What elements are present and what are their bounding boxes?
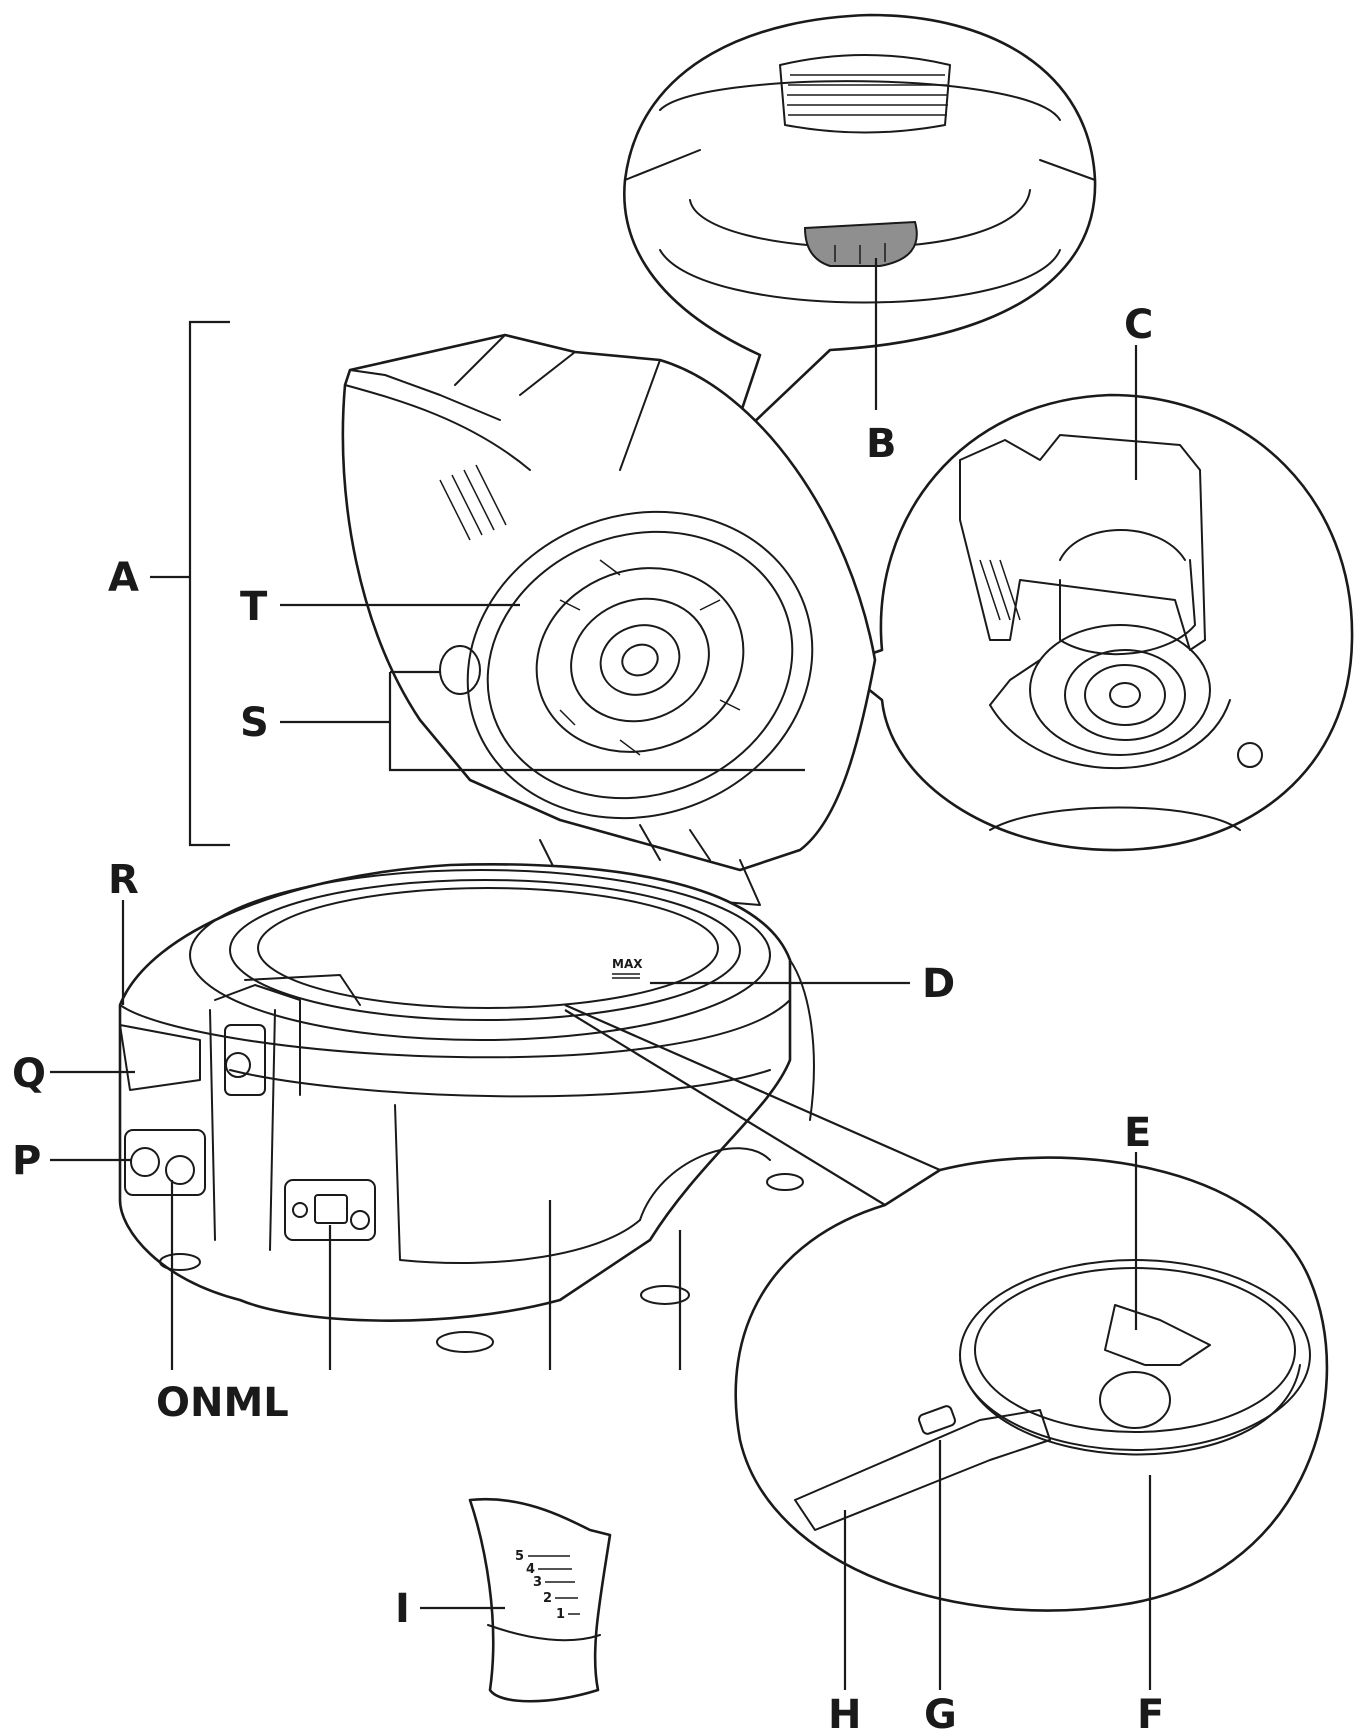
cup-tick-2: 2 — [543, 1591, 552, 1606]
stirring-paddle — [1104, 1304, 1211, 1366]
measuring-cup: 5 4 3 2 1 — [468, 1497, 612, 1703]
label-onml: ONML — [156, 1380, 289, 1426]
filter-t — [466, 510, 814, 820]
label-c: C — [1124, 302, 1153, 348]
lid-side-slots — [439, 464, 507, 541]
leader-lines — [50, 320, 1152, 1690]
cup-tick-5: 5 — [515, 1549, 524, 1564]
label-i: I — [395, 1586, 410, 1632]
label-h: H — [828, 1692, 861, 1734]
label-e: E — [1124, 1110, 1151, 1156]
label-f: F — [1137, 1692, 1164, 1734]
label-s: S — [240, 700, 269, 746]
lid-release-button — [439, 645, 481, 695]
control-knob-left — [130, 1147, 160, 1177]
label-g: G — [924, 1692, 957, 1734]
cup-tick-1: 1 — [556, 1607, 565, 1622]
opened-lid — [341, 333, 877, 872]
label-a: A — [108, 555, 139, 601]
cup-tick-3: 3 — [533, 1575, 542, 1590]
label-r: R — [108, 857, 139, 903]
callout-bubble-pan — [564, 1003, 1329, 1612]
max-mark: MAX — [612, 957, 643, 971]
lid-vent-slots — [779, 54, 951, 134]
label-t: T — [240, 584, 268, 630]
callout-bubble-b — [623, 13, 1097, 447]
part-labels: A B C D E F G H I ONML P Q R S T — [12, 302, 1164, 1734]
label-b: B — [866, 421, 897, 467]
cup-tick-4: 4 — [526, 1562, 535, 1577]
pan-handle — [794, 1409, 1051, 1531]
callout-bubble-c — [836, 393, 1354, 852]
label-q: Q — [12, 1051, 46, 1097]
label-p: P — [12, 1138, 41, 1184]
handle-release-button — [918, 1405, 956, 1435]
appliance-body: MAX — [118, 333, 877, 1353]
label-d: D — [922, 961, 955, 1007]
base-housing — [118, 862, 792, 1322]
lid-handle-knob — [803, 220, 918, 267]
control-knob-right — [165, 1155, 195, 1185]
